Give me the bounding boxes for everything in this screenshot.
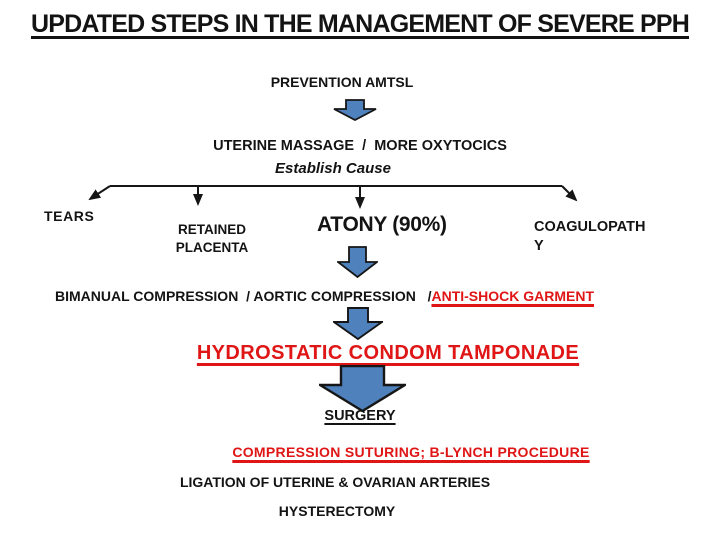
four-way-branch-connector: [88, 185, 578, 209]
step-anti-shock-garment: ANTI-SHOCK GARMENT: [431, 288, 595, 304]
step-compression-black: BIMANUAL COMPRESSION / AORTIC COMPRESSIO…: [55, 288, 432, 304]
cause-tears: TEARS: [44, 208, 95, 224]
step-hysterectomy: HYSTERECTOMY: [278, 503, 396, 519]
down-arrow-icon: [333, 307, 383, 340]
step-hydrostatic-tamponade: HYDROSTATIC CONDOM TAMPONADE: [196, 342, 580, 364]
step-compression-row: BIMANUAL COMPRESSION / AORTIC COMPRESSIO…: [55, 288, 594, 304]
step-prevention-amtsl: PREVENTION AMTSL: [270, 74, 414, 90]
step-ligation: LIGATION OF UTERINE & OVARIAN ARTERIES: [179, 474, 491, 490]
step-compression-suturing: COMPRESSION SUTURING; B-LYNCH PROCEDURE: [232, 444, 590, 460]
cause-atony: ATONY (90%): [317, 213, 447, 236]
step-surgery: SURGERY: [324, 408, 396, 424]
step-uterine-massage: UTERINE MASSAGE / MORE OXYTOCICS: [213, 138, 507, 154]
slide-title: UPDATED STEPS IN THE MANAGEMENT OF SEVER…: [30, 10, 690, 38]
step-establish-cause: Establish Cause: [275, 160, 391, 177]
down-arrow-icon: [337, 246, 378, 278]
down-arrow-icon: [333, 99, 377, 121]
down-arrow-icon: [319, 365, 406, 412]
